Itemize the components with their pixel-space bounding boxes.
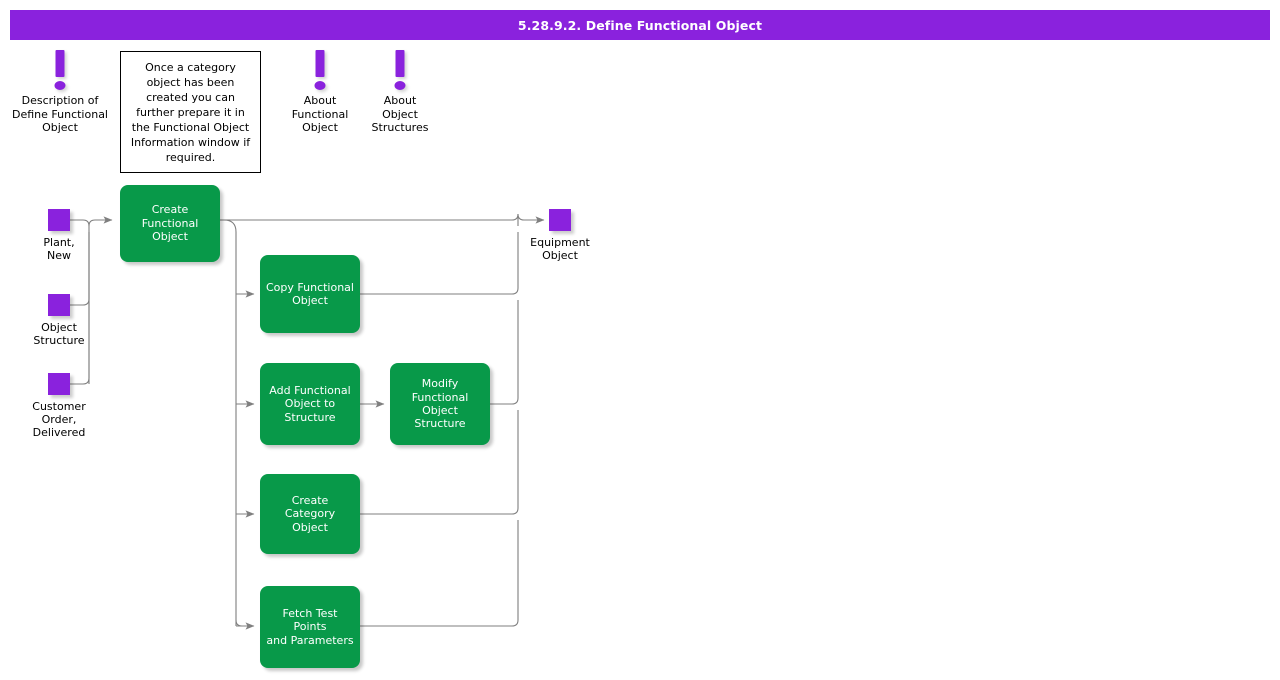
info-marker-about-functional-object[interactable]: About Functional Object xyxy=(265,50,375,135)
process-create-functional-object[interactable]: Create Functional Object xyxy=(120,185,220,262)
process-label: Copy Functional Object xyxy=(266,280,354,307)
info-marker-description-of-define-functional-object[interactable]: Description of Define Functional Object xyxy=(5,50,115,135)
data-node-square xyxy=(48,209,70,231)
data-node-customer-order-delivered[interactable]: Customer Order, Delivered xyxy=(24,373,94,439)
exclamation-icon xyxy=(345,50,455,94)
note-text: Once a category object has been created … xyxy=(130,60,251,164)
process-label: Fetch Test Points and Parameters xyxy=(266,606,354,647)
process-label: Create Category Object xyxy=(284,493,336,534)
info-marker-label: About Functional Object xyxy=(291,94,349,134)
wire-fetch-to-bus xyxy=(360,520,519,627)
data-node-square xyxy=(549,209,571,231)
branch-bus-left xyxy=(223,219,237,626)
data-node-square xyxy=(48,373,70,395)
exclamation-icon xyxy=(5,50,115,94)
data-node-label: Customer Order, Delivered xyxy=(32,400,86,439)
page-title: 5.28.9.2. Define Functional Object xyxy=(517,17,763,33)
page-title-bar: 5.28.9.2. Define Functional Object xyxy=(10,10,1270,40)
data-node-object-structure[interactable]: Object Structure xyxy=(24,294,94,347)
info-marker-about-object-structures[interactable]: About Object Structures xyxy=(345,50,455,135)
wire-modify-to-bus xyxy=(490,300,519,405)
info-marker-label: Description of Define Functional Object xyxy=(12,94,108,134)
data-node-label: Plant, New xyxy=(43,236,75,262)
wire-copy-to-bus xyxy=(360,232,519,295)
process-label: Modify Functional Object Structure xyxy=(411,377,469,431)
process-create-category-object[interactable]: Create Category Object xyxy=(260,474,360,554)
process-modify-functional-object-structure[interactable]: Modify Functional Object Structure xyxy=(390,363,490,445)
process-label: Add Functional Object to Structure xyxy=(269,383,351,424)
exclamation-icon xyxy=(265,50,375,94)
data-node-label: Object Structure xyxy=(33,321,85,347)
process-label: Create Functional Object xyxy=(141,203,199,244)
data-node-equipment-object[interactable]: Equipment Object xyxy=(525,209,595,262)
process-add-functional-object-to-structure[interactable]: Add Functional Object to Structure xyxy=(260,363,360,445)
data-node-label: Equipment Object xyxy=(530,236,590,262)
data-node-square xyxy=(48,294,70,316)
process-fetch-test-points-and-parameters[interactable]: Fetch Test Points and Parameters xyxy=(260,586,360,668)
process-copy-functional-object[interactable]: Copy Functional Object xyxy=(260,255,360,333)
note-box: Once a category object has been created … xyxy=(120,51,261,173)
info-marker-label: About Object Structures xyxy=(371,94,429,134)
data-node-plant-new[interactable]: Plant, New xyxy=(24,209,94,262)
